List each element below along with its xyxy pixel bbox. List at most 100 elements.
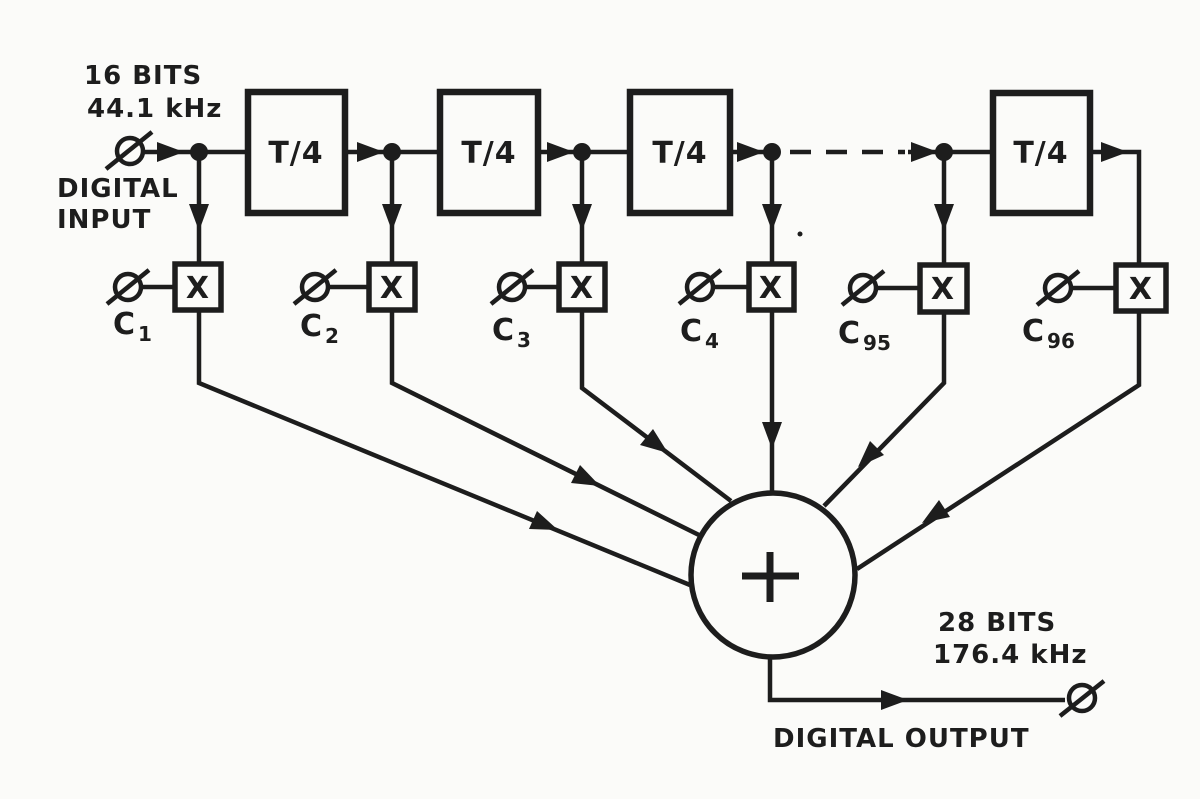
- wire-mult5-to-sum: [822, 313, 947, 508]
- port-slash: [677, 268, 723, 306]
- port-slash: [105, 268, 151, 306]
- junction-dot-5: [935, 143, 953, 161]
- multiplier-5-label: X: [931, 272, 955, 307]
- multiplier-5-outline: [917, 262, 970, 315]
- arrow-icon-sum2: [571, 465, 600, 486]
- delay-block-4: T/4: [989, 89, 1094, 217]
- port-icon-coeff-1: [105, 268, 151, 306]
- multiplier-2-outline: [366, 261, 418, 313]
- junction-dot-4: [763, 143, 781, 161]
- multiplier-4-outline: [746, 261, 797, 313]
- junction-dot-1: [190, 143, 208, 161]
- delay-block-2-label: T/4: [461, 136, 516, 171]
- port-icon-coeff-5: [840, 269, 886, 307]
- input-spec-bits: 16 BITS: [84, 61, 202, 91]
- arrow-icon-after-delay1: [357, 142, 384, 162]
- port-circle: [114, 135, 146, 167]
- wire-delay4-to-mult6: [1090, 149, 1142, 263]
- port-icon-coeff-3: [489, 268, 535, 306]
- port-circle: [684, 271, 716, 303]
- sum-node: [688, 490, 858, 660]
- arrow-icon-tap2: [382, 204, 402, 231]
- port-circle: [847, 272, 879, 304]
- port-circle: [112, 271, 144, 303]
- multiplier-3-outline: [556, 261, 608, 313]
- arrow-icon-tap5: [934, 204, 954, 231]
- wire-sum-to-output: [767, 657, 1065, 703]
- arrow-icon-sum4: [762, 422, 782, 449]
- port-circle: [1066, 682, 1098, 714]
- output-spec-bits: 28 BITS: [938, 608, 1056, 638]
- port-icon-input: [104, 130, 154, 171]
- wire-mult2-to-sum: [389, 311, 702, 539]
- port-slash: [292, 268, 338, 306]
- delay-block-2: T/4: [436, 88, 542, 217]
- multiplier-1: X: [172, 261, 224, 313]
- multiplier-4-label: X: [759, 271, 783, 306]
- arrow-icon-after-delay4: [1101, 142, 1128, 162]
- junction-dots: [190, 143, 953, 237]
- output-spec-rate: 176.4 kHz: [933, 640, 1087, 670]
- port-icon-coeff-2: [292, 268, 338, 306]
- plus-icon: [742, 552, 799, 602]
- multiplier-6: X: [1113, 262, 1169, 314]
- arrow-icon-sum6: [922, 500, 950, 523]
- port-slash: [1058, 679, 1106, 718]
- junction-dot-2: [383, 143, 401, 161]
- wire-mult1-to-sum: [196, 311, 691, 588]
- input-port-label-line1: DIGITAL: [57, 174, 179, 204]
- junction-dot-3: [573, 143, 591, 161]
- delay-block-3: T/4: [626, 88, 734, 217]
- multiplier-3: X: [556, 261, 608, 313]
- port-circle: [1042, 272, 1074, 304]
- delay-block-1-label: T/4: [268, 136, 323, 171]
- arrow-icon-tap1: [189, 204, 209, 231]
- arrow-icon-before-tap5: [911, 142, 938, 162]
- port-icon-output: [1058, 679, 1106, 718]
- wire-mult3-to-sum: [579, 311, 733, 503]
- port-icon-coeff-6: [1035, 269, 1081, 307]
- multiplier-3-label: X: [570, 271, 594, 306]
- arrow-icon-sum1: [529, 511, 558, 530]
- arrow-icon-tap4: [762, 204, 782, 231]
- delay-block-1: T/4: [244, 88, 349, 217]
- arrow-icon-after-delay3: [737, 142, 764, 162]
- arrow-icon-input: [157, 142, 184, 162]
- arrow-icon-after-delay2: [547, 142, 574, 162]
- port-slash: [489, 268, 535, 306]
- delay-block-4-label: T/4: [1013, 136, 1068, 171]
- sum-circle: [688, 490, 858, 660]
- multiplier-2: X: [366, 261, 418, 313]
- wires: [141, 149, 1142, 703]
- port-circle: [496, 271, 528, 303]
- wire-mult6-to-sum: [855, 311, 1142, 571]
- arrow-icon-sum3: [640, 429, 668, 453]
- multiplier-1-outline: [172, 261, 224, 313]
- delay-block-1-outline: [244, 88, 349, 217]
- arrowheads: [157, 142, 1128, 710]
- port-slash: [1035, 269, 1081, 307]
- input-port-label-line2: INPUT: [57, 205, 151, 235]
- arrow-icon-sum5: [858, 441, 884, 467]
- multiplier-4: X: [746, 261, 797, 313]
- delay-block-3-label: T/4: [652, 136, 707, 171]
- port-icon-coeff-4: [677, 268, 723, 306]
- port-slash: [104, 130, 154, 171]
- output-port-label: DIGITAL OUTPUT: [773, 724, 1030, 754]
- input-spec-rate: 44.1 kHz: [87, 94, 222, 124]
- port-slash: [840, 269, 886, 307]
- multiplier-6-outline: [1113, 262, 1169, 314]
- ink-speck: [797, 231, 803, 237]
- arrow-icon-tap3: [572, 204, 592, 231]
- delay-block-2-outline: [436, 88, 542, 217]
- multiplier-2-label: X: [380, 271, 404, 306]
- arrow-icon-output: [881, 690, 908, 710]
- delay-block-3-outline: [626, 88, 734, 217]
